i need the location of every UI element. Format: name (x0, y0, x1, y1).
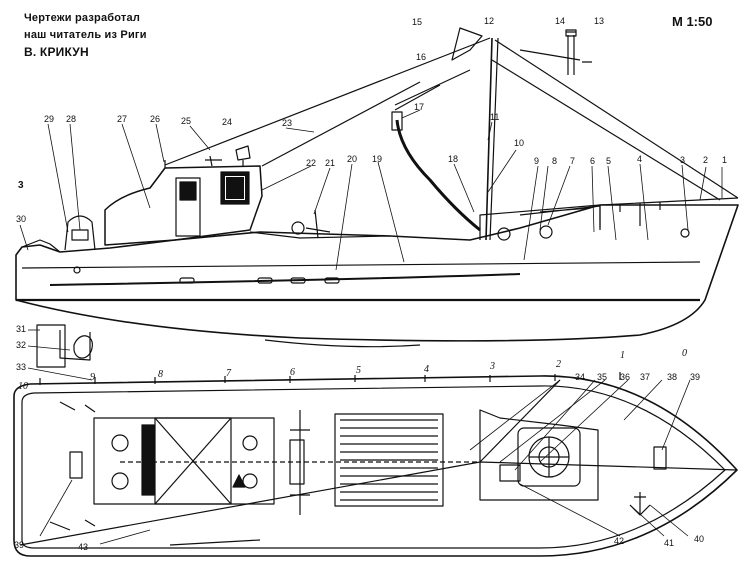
callout-25: 25 (181, 116, 191, 126)
winch-drum (291, 221, 305, 235)
callout-34: 34 (575, 372, 585, 382)
callout-36: 36 (620, 372, 630, 382)
side-callout-labels: 1 2 3 4 5 6 7 8 9 10 11 12 13 14 15 16 1… (16, 16, 727, 372)
callout-9: 9 (534, 156, 539, 166)
callout-33: 33 (16, 362, 26, 372)
station-0: 0 (682, 348, 687, 359)
callout-29: 29 (44, 114, 54, 124)
callout-5: 5 (606, 156, 611, 166)
wheelhouse-door (175, 177, 201, 237)
aft-bulwark (21, 239, 61, 253)
flag (451, 27, 483, 61)
callout-30: 30 (16, 214, 26, 224)
callout-38: 38 (667, 372, 677, 382)
callout-42: 42 (614, 536, 624, 546)
forestay (494, 39, 739, 199)
callout-20: 20 (347, 154, 357, 164)
wheelhouse-roof (93, 417, 275, 505)
station-5: 5 (356, 365, 361, 376)
mast (485, 37, 493, 241)
wheelhouse-window-1 (179, 181, 197, 201)
callout-3: 3 (680, 155, 685, 165)
station-labels: 10 9 8 7 6 5 4 3 2 1 0 (18, 348, 687, 392)
callout-7: 7 (570, 156, 575, 166)
callout-40: 40 (694, 534, 704, 544)
aft-gallows (64, 215, 96, 251)
propeller (73, 335, 93, 359)
callout-12: 12 (484, 16, 494, 26)
bow-rail (599, 197, 739, 212)
searchlight (235, 145, 251, 161)
callout-32: 32 (16, 340, 26, 350)
callout-3-aft: 3 (18, 180, 24, 191)
side-view (15, 27, 739, 368)
callout-43: 43 (78, 542, 88, 552)
plan-view (13, 372, 738, 557)
station-10: 10 (18, 381, 28, 392)
callout-4: 4 (637, 154, 642, 164)
callout-39-aft: 39 (14, 540, 24, 550)
callout-16: 16 (416, 52, 426, 62)
anchor (629, 492, 651, 516)
wheelhouse (104, 165, 263, 246)
callout-8: 8 (552, 156, 557, 166)
callout-37: 37 (640, 372, 650, 382)
credit-line-3: В. КРИКУН (24, 45, 89, 59)
station-1: 1 (620, 350, 625, 361)
bulwark-inner (21, 385, 726, 549)
cargo-boom (395, 119, 481, 232)
callout-13: 13 (594, 16, 604, 26)
station-9: 9 (90, 372, 95, 383)
callout-15: 15 (412, 17, 422, 27)
station-3: 3 (489, 361, 495, 372)
station-8: 8 (158, 369, 163, 380)
scale-label: М 1:50 (672, 14, 713, 29)
liferaft (517, 427, 581, 487)
station-6: 6 (290, 367, 295, 378)
callout-35: 35 (597, 372, 607, 382)
keel-line (264, 339, 421, 348)
hull-side (15, 204, 739, 342)
callout-6: 6 (590, 156, 595, 166)
credit-line-2: наш читатель из Риги (24, 29, 147, 41)
callout-17: 17 (414, 102, 424, 112)
keel-skeg (59, 330, 91, 361)
callout-24: 24 (222, 117, 232, 127)
callout-22: 22 (306, 158, 316, 168)
author-credit: Чертежи разработал наш читатель из Риги … (24, 10, 147, 61)
station-7: 7 (226, 368, 232, 379)
rubbing-strake (49, 273, 521, 286)
callout-39: 39 (690, 372, 700, 382)
callout-leaders (19, 109, 723, 545)
callout-28: 28 (66, 114, 76, 124)
masthead-fitting (566, 31, 592, 75)
credit-line-1: Чертежи разработал (24, 12, 141, 24)
station-4: 4 (424, 364, 429, 375)
callout-10: 10 (514, 138, 524, 148)
callout-21: 21 (325, 158, 335, 168)
sheer-line (21, 261, 701, 269)
callout-11: 11 (490, 112, 499, 122)
callout-18: 18 (448, 154, 458, 164)
callout-41: 41 (664, 538, 674, 548)
top-callout-labels: 34 35 36 37 38 39 40 41 42 43 39 (14, 372, 704, 552)
callout-23: 23 (282, 118, 292, 128)
callout-27: 27 (117, 114, 127, 124)
hold-hatch (334, 413, 444, 507)
callout-19: 19 (372, 154, 382, 164)
backstay (164, 37, 491, 166)
callout-2: 2 (703, 155, 708, 165)
callout-14: 14 (555, 16, 565, 26)
callout-31: 31 (16, 324, 26, 334)
rudder (36, 324, 66, 368)
callout-1: 1 (722, 155, 727, 165)
callout-26: 26 (150, 114, 160, 124)
station-2: 2 (556, 359, 561, 370)
